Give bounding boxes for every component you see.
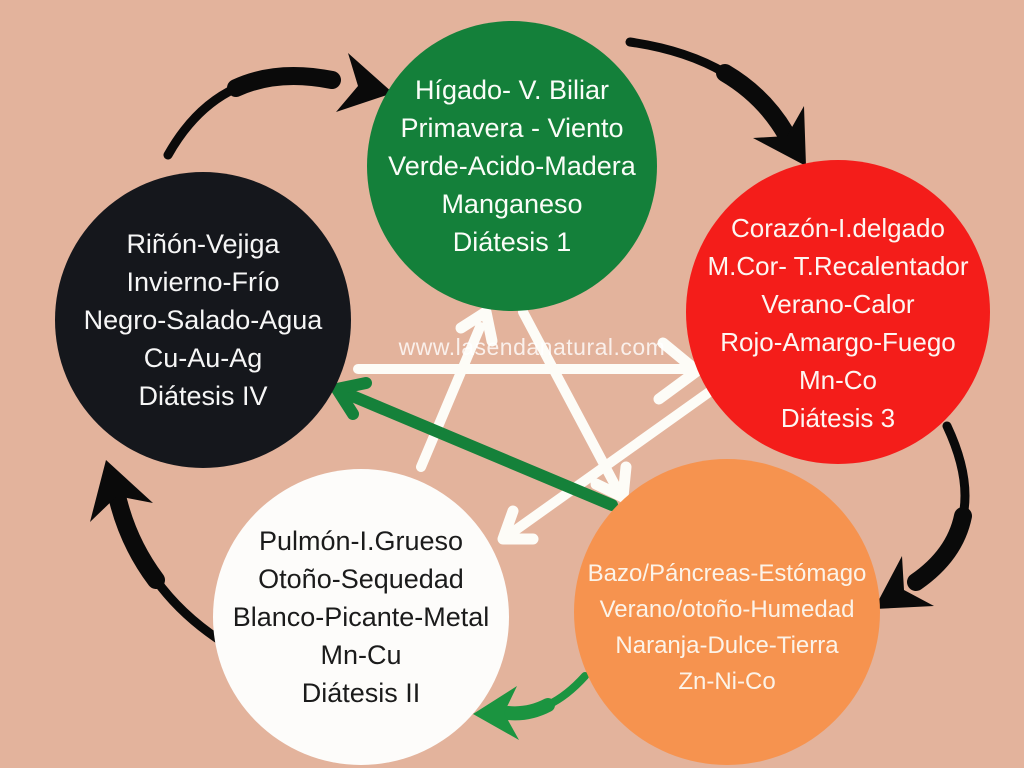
node-text-line: Blanco-Picante-Metal bbox=[232, 602, 490, 632]
node-text-line: Rojo-Amargo-Fuego bbox=[720, 327, 956, 357]
node-text-line: Riñón-Vejiga bbox=[126, 229, 280, 259]
node-text-line: Otoño-Sequedad bbox=[258, 564, 464, 594]
curved-arrow-agua-to-madera bbox=[163, 53, 393, 160]
node-text-line: Diátesis II bbox=[301, 678, 421, 708]
curved-arrow-fuego-to-tierra bbox=[874, 421, 972, 609]
node-text-line: Diátesis IV bbox=[138, 381, 268, 411]
watermark: www.lasendanatural.com bbox=[398, 334, 666, 360]
node-text-line: Naranja-Dulce-Tierra bbox=[615, 632, 839, 659]
node-text-line: M.Cor- T.Recalentador bbox=[707, 251, 969, 281]
node-text-line: Diátesis 3 bbox=[780, 403, 896, 433]
straight-arrow-metal-to-madera bbox=[416, 306, 498, 472]
node-text-line: Verde-Acido-Madera bbox=[388, 151, 636, 181]
curved-arrow-tierra-to-metal bbox=[473, 672, 589, 740]
straight-arrow-madera-to-tierra bbox=[518, 307, 632, 503]
node-text-line: Pulmón-I.Grueso bbox=[258, 526, 464, 556]
node-text-line: Negro-Salado-Agua bbox=[83, 305, 323, 335]
node-text-line: Invierno-Frío bbox=[126, 267, 280, 297]
node-text-line: Mn-Co bbox=[798, 365, 877, 395]
node-text-line: Manganeso bbox=[441, 189, 583, 219]
node-text-line: Verano-Calor bbox=[761, 289, 915, 319]
curved-arrow-madera-to-fuego bbox=[625, 37, 806, 166]
node-text-line: Zn-Ni-Co bbox=[678, 668, 776, 695]
node-text-line: Cu-Au-Ag bbox=[143, 343, 263, 373]
node-text-line: Bazo/Páncreas-Estómago bbox=[587, 560, 867, 587]
node-text-line: Verano/otoño-Humedad bbox=[599, 596, 855, 623]
straight-arrow-tierra-to-agua bbox=[331, 377, 618, 511]
curved-arrow-metal-to-agua bbox=[90, 460, 229, 648]
node-text-line: Corazón-I.delgado bbox=[731, 213, 945, 243]
node-text-line: Primavera - Viento bbox=[400, 113, 624, 143]
node-text-line: Mn-Cu bbox=[320, 640, 402, 670]
node-text-line: Hígado- V. Biliar bbox=[414, 75, 610, 105]
node-text-line: Diátesis 1 bbox=[452, 227, 572, 257]
